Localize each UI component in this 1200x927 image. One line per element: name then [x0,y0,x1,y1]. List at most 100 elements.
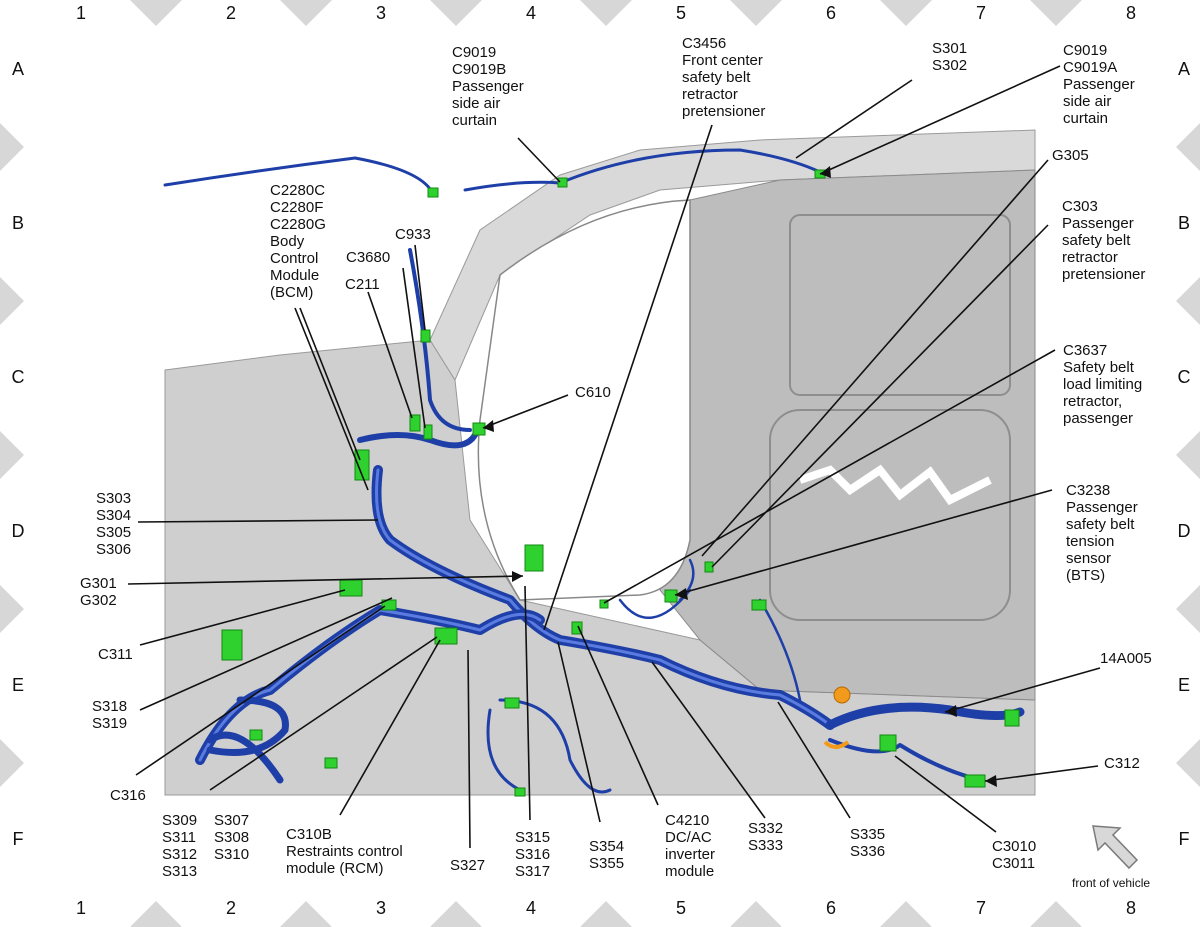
arrowhead-14a005 [945,705,957,717]
grid-row-label-left: D [11,521,25,541]
connector-floor-left-rear [324,757,338,769]
leader-c2280-a [299,307,361,461]
connector-orange [833,686,851,704]
callout-14a005: 14A005 [1100,650,1152,667]
border-diamond [280,0,332,26]
grid-row-label-left: A [11,59,24,79]
border-diamond [580,901,632,927]
rear-wall-recess-lower [769,409,1011,621]
grid-row-label-left: F [12,829,24,849]
callout-s315: S315 S316 S317 [515,829,551,880]
callout-c2280: C2280C C2280F C2280G Body Control Module… [270,182,326,301]
callout-s301: S301 S302 [932,40,968,74]
grid-row-label-right: C [1177,367,1191,387]
connector-c9019b [557,177,568,188]
border-diamond [580,0,632,26]
rear-wall-ribs [798,464,992,506]
leader-s309 [209,636,438,791]
border-diamond [430,0,482,26]
connector-s315 [571,621,583,635]
leader-c303 [711,224,1049,568]
border-diamond [1176,123,1200,171]
connector-left-floor [221,629,243,661]
arrowhead-c312 [985,775,997,787]
callout-s309: S309 S311 S312 S313 [162,812,198,880]
grid-column-label-bottom: 8 [1125,898,1136,918]
grid-row-label-left: B [11,213,24,233]
callout-c4210: C4210 DC/AC inverter module [665,812,716,880]
connector-center-floor [504,697,520,709]
leader-c312 [984,765,1099,782]
harness-main-highlight [375,468,832,727]
connector-orange-clip [823,740,850,749]
border-diamond [130,0,182,26]
leader-s318 [139,597,393,711]
callout-s335: S335 S336 [850,826,886,860]
callout-c310b: C310B Restraints control module (RCM) [286,826,403,877]
grid-column-label-top: 3 [375,3,386,23]
border-diamond [880,901,932,927]
grid-row-label-right: A [1177,59,1190,79]
border-diamond [0,277,24,325]
border-diamond [730,0,782,26]
leader-s327 [467,649,471,849]
leader-s303 [137,519,379,523]
callout-c9019b: C9019 C9019B Passenger side air curtain [452,44,524,129]
grid-column-label-bottom: 3 [375,898,386,918]
leader-c316 [135,605,386,776]
arrowhead-g301 [512,571,523,582]
leader-c3456 [543,124,713,631]
leader-s301 [795,79,913,159]
connector-roof-left [427,187,439,198]
border-diamond [0,431,24,479]
connector-c310b [434,627,458,645]
connector-c3238 [664,589,678,603]
connector-g301 [339,579,363,597]
grid-column-label-top: 4 [525,3,536,23]
grid-column-label-top: 1 [75,3,86,23]
leader-c311 [139,589,346,646]
callout-c312: C312 [1104,755,1140,772]
callout-s318: S318 S319 [92,698,128,732]
harness-floor-branch [206,696,289,784]
connector-c610 [472,422,486,436]
grid-row-label-right: B [1177,213,1190,233]
grid-column-label-bottom: 1 [75,898,86,918]
connector-c211 [409,414,421,432]
border-diamond [0,123,24,171]
arrowhead-c3238 [675,588,688,600]
grid-row-label-left: C [11,367,25,387]
leader-c610 [482,394,569,429]
grid-row-label-left: E [11,675,24,695]
grid-column-label-top: 8 [1125,3,1136,23]
harness-roof-rail [463,148,822,192]
callout-s332: S332 S333 [748,820,784,854]
grid-column-label-top: 5 [675,3,686,23]
connector-rear-wall [751,599,767,611]
connector-c312 [964,774,986,788]
callout-c311: C311 [98,646,133,663]
leader-c3637 [603,349,1056,604]
callout-c9019a: C9019 C9019A Passenger side air curtain [1063,42,1135,127]
leader-s315 [524,585,531,821]
body-panels [164,129,1036,796]
connector-s354 [514,787,526,797]
harness-pillar-drop [408,248,472,432]
leader-g305 [701,159,1049,557]
border-diamond [1176,277,1200,325]
grid-column-label-bottom: 7 [975,898,986,918]
border-diamond [1176,739,1200,787]
leader-g301 [127,575,524,585]
callout-c303: C303 Passenger safety belt retractor pre… [1062,198,1146,283]
leader-s332 [651,661,766,819]
callout-c610: C610 [575,384,611,401]
callout-s303: S303 S304 S305 S306 [96,490,132,558]
connector-c3680 [423,424,433,440]
leader-c3238 [674,489,1053,596]
border-diamond [430,901,482,927]
grid-column-label-bottom: 2 [225,898,236,918]
grid-column-label-bottom: 4 [525,898,536,918]
